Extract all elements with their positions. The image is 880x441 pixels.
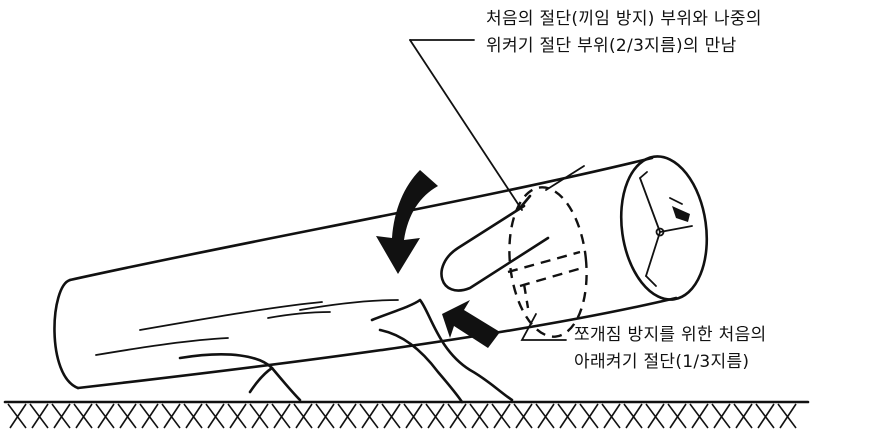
ground-hatch-stroke — [647, 403, 665, 429]
ground-hatch-stroke — [403, 403, 423, 429]
ground-hatch-stroke — [777, 403, 797, 429]
ground-hatch-stroke — [295, 403, 313, 429]
log-end-face — [619, 155, 709, 301]
ground-hatch-stroke — [383, 403, 401, 429]
ground-hatch-stroke — [449, 403, 467, 429]
ground-hatch-stroke — [9, 403, 27, 429]
ground-hatch-stroke — [733, 403, 753, 429]
ground-hatch-stroke — [471, 403, 489, 429]
ground-hatch-stroke — [75, 403, 93, 429]
ground-hatch-stroke — [447, 403, 467, 429]
ground-hatch-stroke — [491, 403, 511, 429]
branch-stump — [178, 298, 514, 404]
ground-hatch-stroke — [469, 403, 489, 429]
ground-hatch-stroke — [361, 403, 379, 429]
ground-hatch-stroke — [711, 403, 731, 429]
ground-hatch-stroke — [535, 403, 555, 429]
ground-hatch-stroke — [669, 403, 687, 429]
ground-hatch-stroke — [623, 403, 643, 429]
ground-hatch-stroke — [183, 403, 203, 429]
ground-hatch-stroke — [73, 403, 93, 429]
ground-hatch-stroke — [51, 403, 71, 429]
ground-hatch-stroke — [119, 403, 137, 429]
ground-hatch-stroke — [29, 403, 49, 429]
ground-hatch-stroke — [779, 403, 797, 429]
ground-hatch-stroke — [667, 403, 687, 429]
ground-hatch-stroke — [625, 403, 643, 429]
ground-hatch-stroke — [645, 403, 665, 429]
overbuck-callout-line-1: 처음의 절단(끼임 방지) 부위와 나중의 — [486, 9, 762, 29]
ground-hatch-stroke — [205, 403, 225, 429]
ground-hatch-stroke — [163, 403, 181, 429]
ground-hatch-stroke — [581, 403, 599, 429]
log-body — [53, 156, 678, 390]
ground-hatch-stroke — [141, 403, 159, 429]
ground-hatch-stroke — [117, 403, 137, 429]
ground-hatch-stroke — [251, 403, 269, 429]
ground-hatch-stroke — [405, 403, 423, 429]
ground-hatch-stroke — [557, 403, 577, 429]
ground-hatch-stroke — [755, 403, 775, 429]
ground-hatch-stroke — [537, 403, 555, 429]
ground-hatch-stroke — [161, 403, 181, 429]
ground-hatch-stroke — [515, 403, 533, 429]
ground-hatch-stroke — [579, 403, 599, 429]
ground-hatch-stroke — [317, 403, 335, 429]
ground-hatch-stroke — [97, 403, 115, 429]
ground-hatch-stroke — [271, 403, 291, 429]
ground-hatch-stroke — [559, 403, 577, 429]
ground-hatch-stroke — [31, 403, 49, 429]
ground-hatch-stroke — [227, 403, 247, 429]
cut-zone — [440, 186, 588, 338]
ground-hatch-stroke — [207, 403, 225, 429]
ground-hatch-stroke — [53, 403, 71, 429]
overbuck-callout-line-2: 위켜기 절단 부위(2/3지름)의 만남 — [486, 36, 737, 56]
underbuck-cut-callout: 쪼개짐 방지를 위한 처음의 아래켜기 절단(1/3지름) — [574, 322, 766, 376]
ground-hatch-stroke — [339, 403, 357, 429]
ground-hatch-stroke — [689, 403, 709, 429]
ground-hatching — [3, 400, 810, 429]
ground-hatch-stroke — [7, 403, 27, 429]
ground-hatch-stroke — [293, 403, 313, 429]
log-grain-lines — [95, 299, 399, 356]
ground-hatch-stroke — [249, 403, 269, 429]
underbuck-callout-line-2: 아래켜기 절단(1/3지름) — [574, 352, 750, 372]
upward-pressure-arrow — [442, 300, 500, 348]
ground-hatch-stroke — [691, 403, 709, 429]
ground-hatch-stroke — [337, 403, 357, 429]
ground-hatch-stroke — [603, 403, 621, 429]
ground-hatch-stroke — [425, 403, 445, 429]
ground-hatch-stroke — [359, 403, 379, 429]
ground-hatch-stroke — [427, 403, 445, 429]
ground-hatch-stroke — [601, 403, 621, 429]
ground-hatch-stroke — [139, 403, 159, 429]
ground-hatch-stroke — [493, 403, 511, 429]
overbuck-cut-callout: 처음의 절단(끼임 방지) 부위와 나중의 위켜기 절단 부위(2/3지름)의 … — [486, 6, 762, 60]
ground-hatch-stroke — [735, 403, 753, 429]
ground-hatch-stroke — [95, 403, 115, 429]
ground-hatch-stroke — [713, 403, 731, 429]
ground-hatch-stroke — [315, 403, 335, 429]
ground-hatch-stroke — [757, 403, 775, 429]
ground-hatch-stroke — [185, 403, 203, 429]
ground-hatch-stroke — [229, 403, 247, 429]
underbuck-callout-line-1: 쪼개짐 방지를 위한 처음의 — [574, 325, 767, 345]
leader-lines — [409, 39, 585, 341]
ground-hatch-stroke — [513, 403, 533, 429]
downward-pressure-arrow — [376, 170, 438, 274]
ground-hatch-stroke — [381, 403, 401, 429]
ground-hatch-stroke — [273, 403, 291, 429]
